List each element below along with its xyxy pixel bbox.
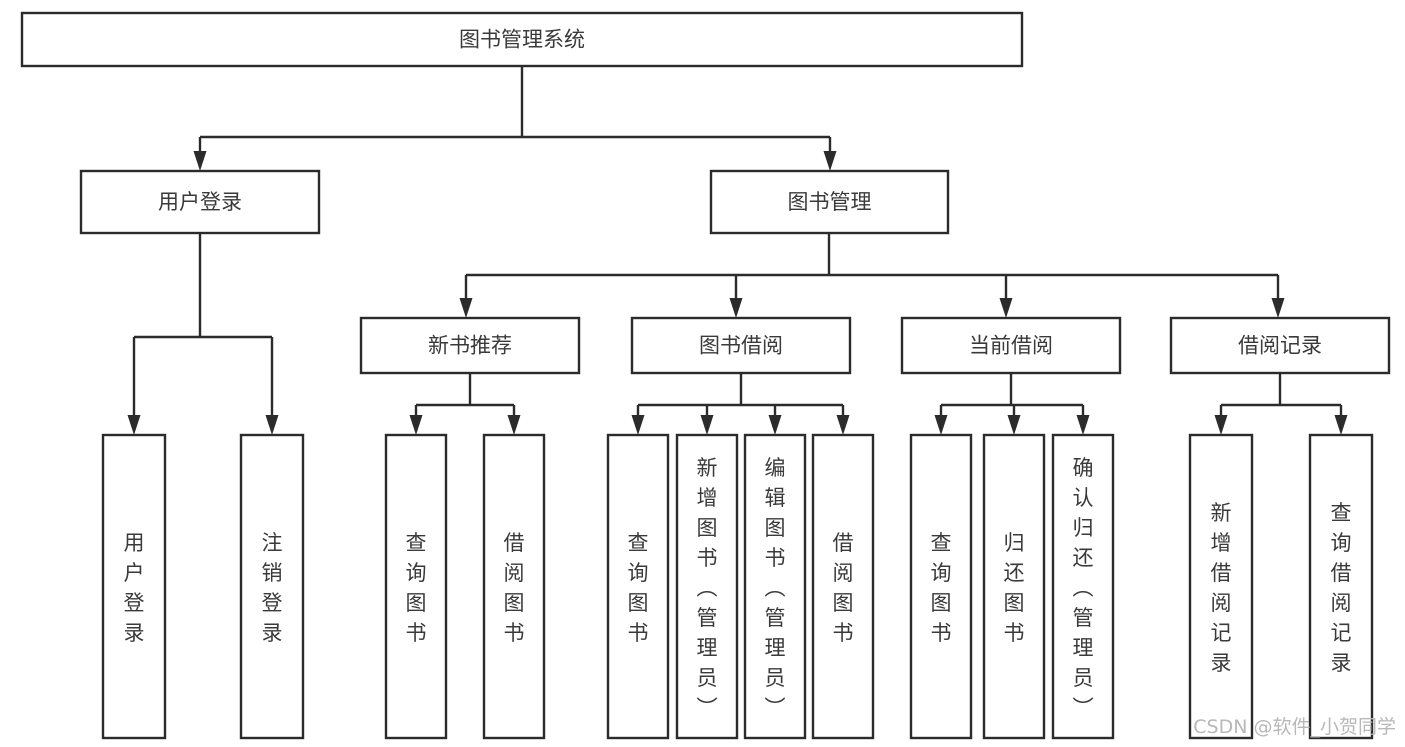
node-box (630, 316, 852, 375)
node-box (482, 433, 546, 740)
connector-root-to-level2 (193, 66, 837, 171)
node-leaf-add-record[interactable]: 新增借阅记录 (1188, 433, 1254, 740)
node-box (900, 316, 1122, 375)
node-box (709, 169, 950, 235)
node-label: 查询借阅记录 (1331, 501, 1352, 675)
node-box (1308, 433, 1374, 740)
node-box (811, 433, 875, 740)
node-label: 用户登录 (124, 531, 145, 645)
node-box (79, 169, 321, 235)
node-box (743, 433, 807, 740)
node-label: 新增借阅记录 (1211, 501, 1232, 675)
node-label: 新增图书︵管理员︶ (697, 456, 718, 720)
connector-borrow-records-to-leaves (1214, 373, 1348, 435)
node-root[interactable]: 图书管理系统 (20, 11, 1024, 68)
node-label: 编辑图书︵管理员︶ (765, 456, 786, 720)
node-box (20, 11, 1024, 68)
node-leaf-query-book-2[interactable]: 查询图书 (606, 433, 670, 740)
node-leaf-query-book-1[interactable]: 查询图书 (384, 433, 448, 740)
connectors-layer (127, 66, 1348, 435)
node-label: 当前借阅 (969, 334, 1053, 358)
node-current-borrow[interactable]: 当前借阅 (900, 316, 1122, 375)
node-box (982, 433, 1046, 740)
node-label: 借阅图书 (504, 531, 525, 645)
node-label: 图书管理系统 (459, 28, 585, 52)
connector-book-borrow-to-leaves (631, 373, 850, 435)
csdn-watermark: CSDN @软件_小贺同学 (1193, 716, 1396, 738)
node-box (1051, 433, 1115, 740)
connector-book-management-to-level3 (459, 233, 1285, 318)
node-label: 借阅图书 (833, 531, 854, 645)
node-leaf-user-logout[interactable]: 注销登录 (239, 433, 305, 740)
node-box (675, 433, 739, 740)
node-box (1188, 433, 1254, 740)
node-leaf-return-book[interactable]: 归还图书 (982, 433, 1046, 740)
node-book-management[interactable]: 图书管理 (709, 169, 950, 235)
node-box (359, 316, 581, 375)
node-box (101, 433, 167, 740)
node-label: 新书推荐 (428, 334, 512, 358)
node-label: 图书借阅 (699, 334, 783, 358)
node-box (606, 433, 670, 740)
node-label: 查询图书 (931, 531, 952, 645)
node-leaf-edit-book[interactable]: 编辑图书︵管理员︶ (743, 433, 807, 740)
connector-user-login-to-leaves (127, 233, 279, 435)
node-box (239, 433, 305, 740)
node-leaf-user-login[interactable]: 用户登录 (101, 433, 167, 740)
node-label: 确认归还︵管理员︶ (1073, 456, 1094, 720)
node-label: 注销登录 (262, 531, 283, 645)
node-leaf-confirm-return[interactable]: 确认归还︵管理员︶ (1051, 433, 1115, 740)
node-leaf-borrow-book-1[interactable]: 借阅图书 (482, 433, 546, 740)
node-label: 归还图书 (1004, 531, 1025, 645)
node-leaf-query-book-3[interactable]: 查询图书 (909, 433, 973, 740)
node-new-book-recommend[interactable]: 新书推荐 (359, 316, 581, 375)
node-leaf-query-record[interactable]: 查询借阅记录 (1308, 433, 1374, 740)
node-label: 图书管理 (788, 190, 872, 214)
node-box (384, 433, 448, 740)
node-book-borrow[interactable]: 图书借阅 (630, 316, 852, 375)
node-label: 查询图书 (628, 531, 649, 645)
node-label: 查询图书 (406, 531, 427, 645)
connector-current-borrow-to-leaves (934, 373, 1090, 435)
node-borrow-records[interactable]: 借阅记录 (1169, 316, 1391, 375)
node-leaf-add-book[interactable]: 新增图书︵管理员︶ (675, 433, 739, 740)
node-box (909, 433, 973, 740)
node-box (1169, 316, 1391, 375)
node-label: 借阅记录 (1238, 334, 1322, 358)
node-leaf-borrow-book-2[interactable]: 借阅图书 (811, 433, 875, 740)
nodes-layer: 图书管理系统用户登录图书管理新书推荐图书借阅当前借阅借阅记录用户登录注销登录查询… (20, 11, 1391, 740)
node-label: 用户登录 (158, 190, 242, 214)
connector-new-book-recommend-to-leaves (409, 373, 521, 435)
node-user-login[interactable]: 用户登录 (79, 169, 321, 235)
